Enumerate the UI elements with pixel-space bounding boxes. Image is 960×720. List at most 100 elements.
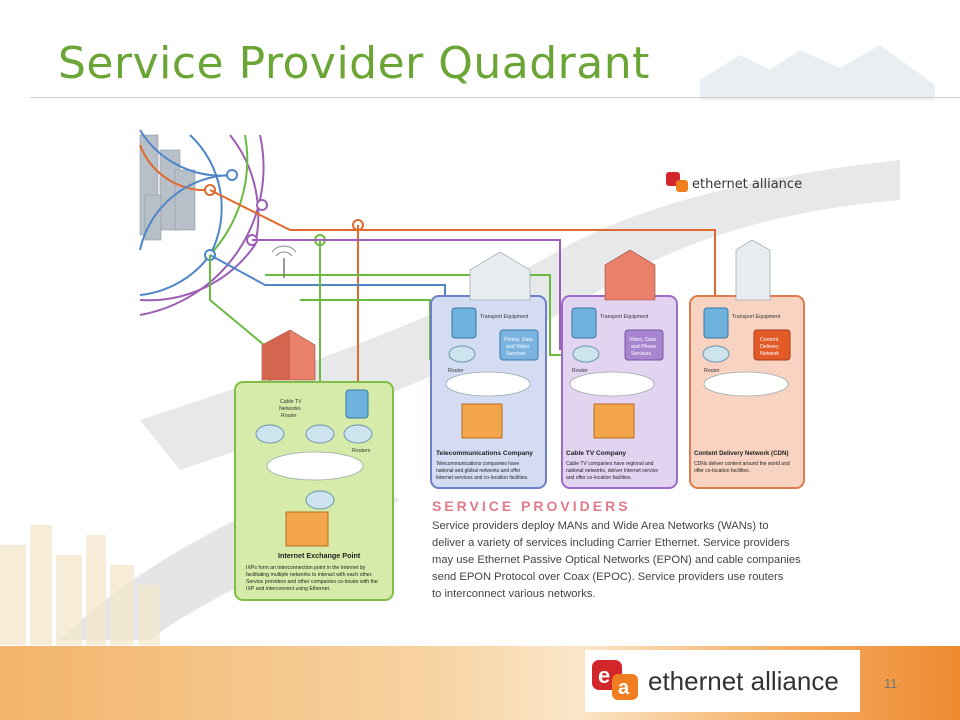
cable-desc-3: and offer co-location facilities. [566,475,632,481]
svg-text:Router: Router [448,368,464,374]
router-icon [448,345,476,363]
ixp-desc-4: IXP and interconnect using Ethernet. [246,586,330,592]
svg-text:ethernet alliance: ethernet alliance [648,666,839,696]
svg-text:Service providers and other co: Service providers and other companies co… [246,579,378,585]
service-providers-line: may use Ethernet Passive Optical Network… [432,554,801,566]
telco-box [430,251,547,489]
svg-text:Cable TV companies have region: Cable TV companies have regional and [566,461,654,467]
svg-text:Routers: Routers [352,448,371,454]
service-providers-line: to interconnect various networks. [432,588,596,600]
service-providers-line: send EPON Protocol over Coax (EPOC). Ser… [432,571,784,583]
svg-text:national and global networks a: national and global networks and offer [436,468,521,474]
svg-text:facilitating multiple networks: facilitating multiple networks to intera… [246,572,373,578]
cdn-service-label-3: Network [760,351,779,357]
cable-service-label-2: and Phone [631,344,656,350]
svg-text:Cable TV Company: Cable TV Company [566,450,626,457]
footer-logo-text: ethernet alliance [648,666,839,696]
svg-text:Router: Router [281,413,297,419]
svg-text:national networks, deliver Int: national networks, deliver Internet serv… [566,468,658,474]
diagram-logo: ethernet alliance [666,172,802,192]
svg-text:IXPs form an interconnection p: IXPs form an interconnection point in th… [246,565,366,571]
cdn-title: Content Delivery Network (CDN) [694,450,789,457]
ixp-desc-2: facilitating multiple networks to intera… [246,572,373,578]
cdn-service-label-1: Content [760,337,779,343]
firewall-icon [285,511,329,547]
svg-text:Telecommunications companies h: Telecommunications companies have [436,461,519,467]
svg-text:Services: Services [506,351,526,357]
telco-title: Telecommunications Company [436,450,533,457]
router-icon [572,345,600,363]
router-icon [255,424,373,510]
ixp-building-illustration [261,329,316,381]
telco-desc-2: national and global networks and offer [436,468,521,474]
cdn-router-label: Router [704,368,720,374]
service-providers-heading: SERVICE PROVIDERS [432,498,631,514]
svg-text:Phone, Data: Phone, Data [504,337,533,343]
page-title: Service Provider Quadrant [58,38,650,89]
cdn-building-illustration [735,239,771,301]
svg-text:Content Delivery Network (CDN): Content Delivery Network (CDN) [694,450,789,457]
cable-box [561,249,678,489]
svg-text:Internet Exchange Point: Internet Exchange Point [278,551,361,560]
city-buildings-illustration [139,134,196,241]
cdn-transport-label: Transport Equipment [732,314,781,320]
svg-text:Transport Equipment: Transport Equipment [732,314,781,320]
svg-text:Cable TV: Cable TV [280,399,302,405]
service-box [499,329,539,361]
telco-desc-1: Telecommunications companies have [436,461,519,467]
wireless-tower-icon [271,245,297,278]
cable-transport-label: Transport Equipment [600,314,649,320]
svg-text:Transport Equipment: Transport Equipment [600,314,649,320]
svg-text:Network: Network [760,351,779,357]
svg-text:and offer co-location faciliti: and offer co-location facilities. [566,475,632,481]
footer-logo-mark-a [612,674,638,700]
cloud-icon [703,371,789,397]
telco-service-label-1: Phone, Data [504,337,533,343]
transport-equipment-icon [451,307,477,339]
svg-text:a: a [618,677,630,699]
firewall-icon [593,403,635,439]
svg-text:Telecommunications Company: Telecommunications Company [436,450,533,457]
ixp-routers-label: Routers [352,448,371,454]
ixp-desc-3: Service providers and other companies co… [246,579,378,585]
svg-text:CDNs deliver content around th: CDNs deliver content around the world an… [694,461,790,467]
telco-service-label-3: Services [506,351,526,357]
cdn-desc-2: offer co-location facilities. [694,468,750,474]
telco-router-label: Router [448,368,464,374]
firewall-icon [461,403,503,439]
service-providers-line: Service providers deploy MANs and Wide A… [432,520,769,532]
cdn-box [689,239,805,489]
cable-service-label-3: Services [631,351,651,357]
cloud-icon [445,371,531,397]
service-box [624,329,664,361]
ixp-desc-1: IXPs form an interconnection point in th… [246,565,366,571]
cdn-desc-1: CDNs deliver content around the world an… [694,461,790,467]
service-providers-body: Service providers deploy MANs and Wide A… [432,518,817,603]
svg-text:Delivery: Delivery [760,344,779,350]
telco-transport-label: Transport Equipment [480,314,529,320]
cable-router-label: Router [572,368,588,374]
svg-text:Router: Router [572,368,588,374]
service-box [753,329,791,361]
router-icon [702,345,730,363]
svg-text:e: e [598,663,610,688]
svg-text:Transport Equipment: Transport Equipment [480,314,529,320]
cloud-icon [569,371,655,397]
cable-building-illustration [604,249,656,301]
footer-logo: e a ethernet alliance [592,660,839,700]
cable-service-label-1: Video, Data [629,337,656,343]
svg-text:Networks: Networks [279,406,301,412]
logo-mark-a [676,180,688,192]
transport-equipment-icon [703,307,729,339]
svg-text:Router: Router [704,368,720,374]
page-number: 11 [884,676,898,691]
diagram-logo-text: ethernet alliance [692,177,802,192]
transport-equipment-icon [571,307,597,339]
ixp-cable-router-label-1: Cable TV [280,399,302,405]
svg-text:Video, Data: Video, Data [629,337,656,343]
svg-text:offer co-location facilities.: offer co-location facilities. [694,468,750,474]
svg-text:Content: Content [760,337,779,343]
svg-text:and Video: and Video [506,344,529,350]
